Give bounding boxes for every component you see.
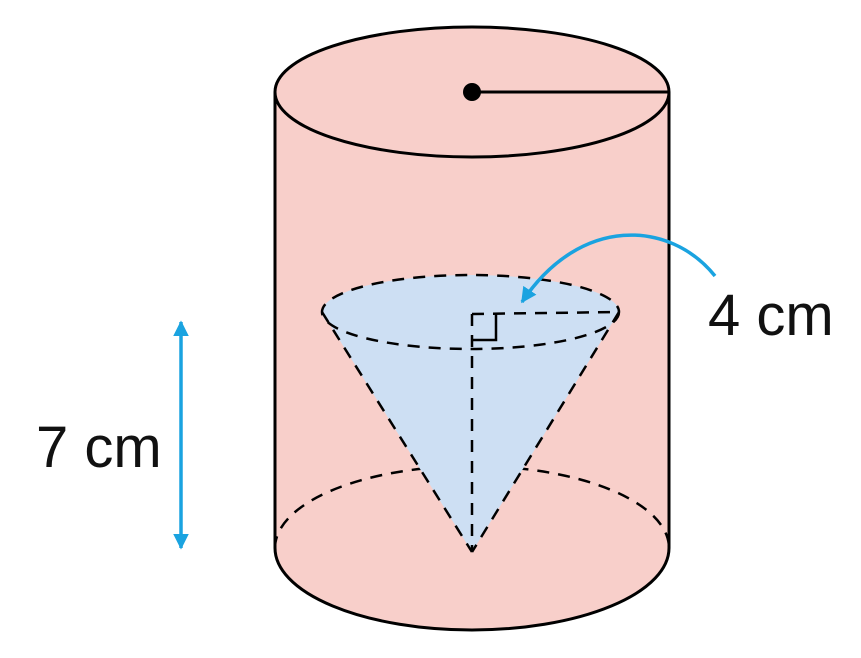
cone-fill [322, 312, 619, 552]
cone-right-side [470, 311, 621, 553]
cone-top [320, 273, 621, 351]
radius-label: 4 cm [708, 283, 834, 348]
cylinder-bottom-front-arc [273, 547, 671, 632]
height-label: 7 cm [36, 415, 162, 480]
cone-radius-line [471, 310, 620, 316]
radius-pointer-arrow [520, 233, 717, 304]
top-center-dot [463, 83, 481, 101]
right-angle-marker [472, 314, 498, 342]
cone-left-side [320, 311, 474, 553]
cylinder-bottom-back-arc [273, 464, 671, 549]
